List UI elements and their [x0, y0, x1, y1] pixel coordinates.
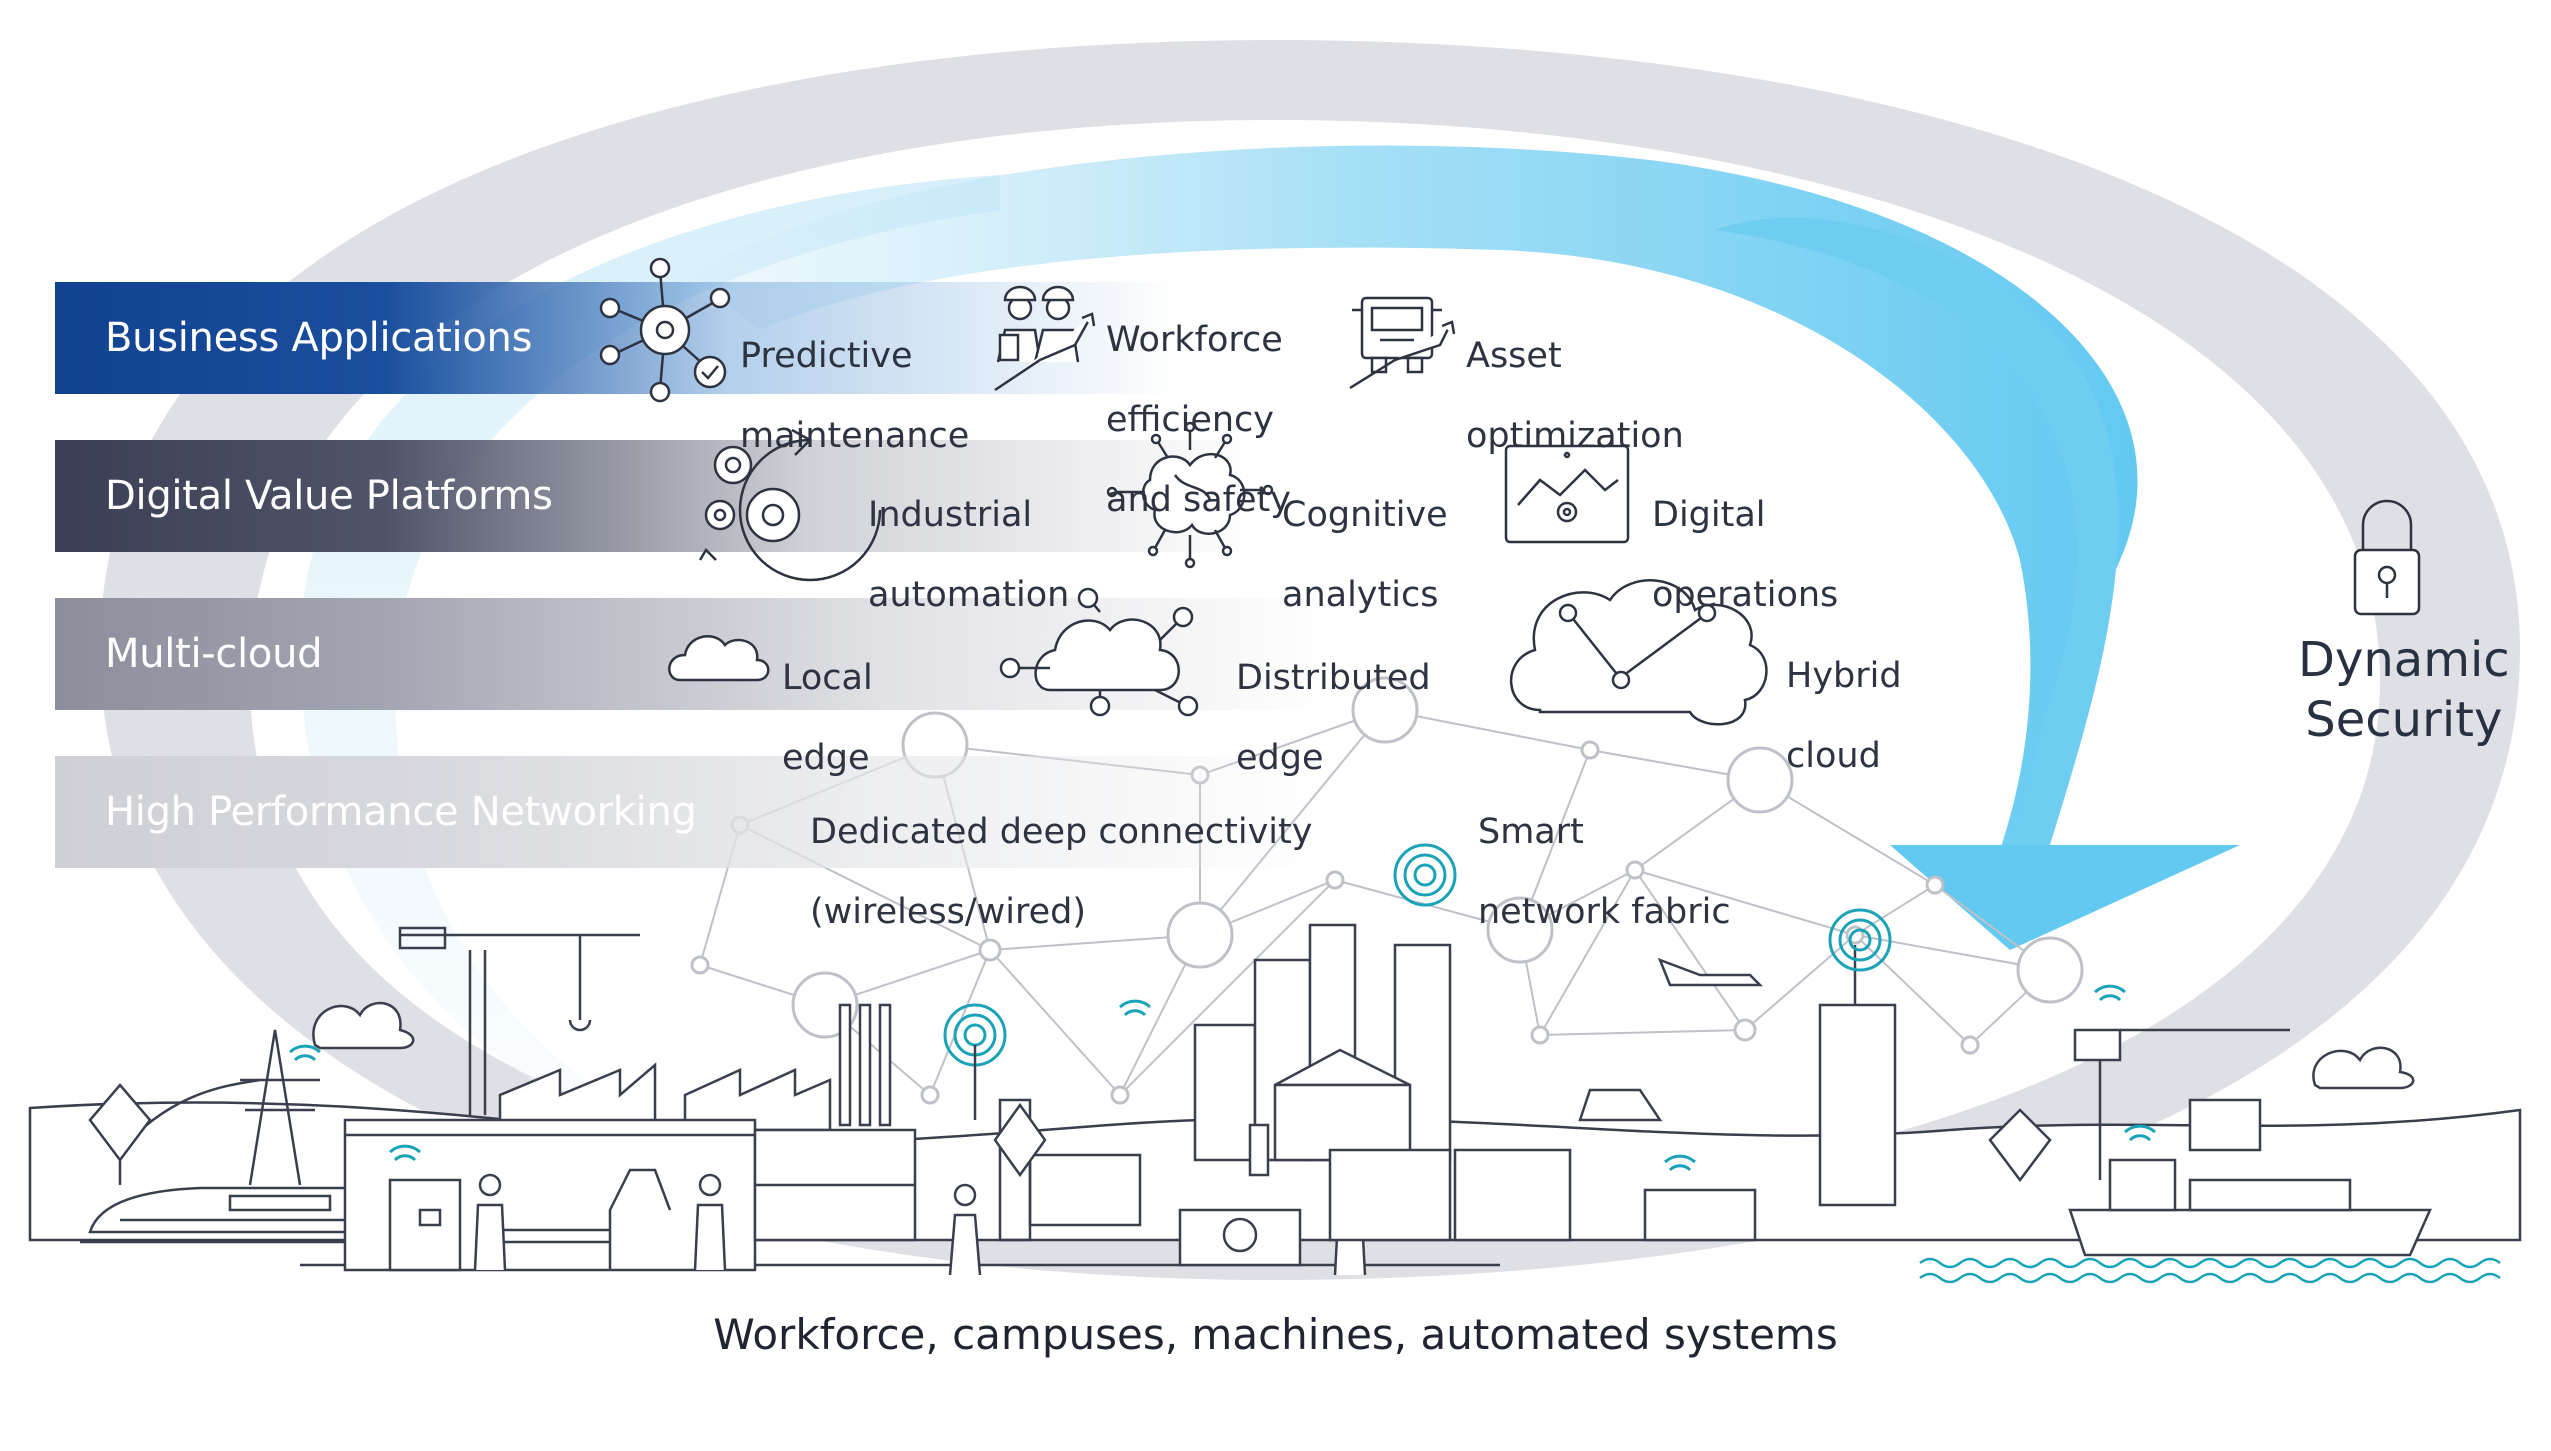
feature-line: Distributed	[1236, 658, 1431, 698]
feature-line: Industrial	[868, 495, 1033, 535]
feature-line: cloud	[1786, 736, 1881, 776]
feature-line: optimization	[1466, 416, 1684, 456]
feature-line: efficiency	[1106, 400, 1275, 440]
feature-distributed-edge: Distributed edge	[1236, 618, 1431, 818]
feature-line: network fabric	[1478, 892, 1731, 932]
inner-ring	[300, 175, 1000, 1190]
flow-arrow	[690, 145, 2240, 950]
feature-line: operations	[1652, 575, 1839, 615]
layer-business-applications: Business Applications	[55, 282, 1555, 394]
layer-digital-value-platforms: Digital Value Platforms	[55, 440, 1555, 552]
wifi-markers	[288, 843, 2157, 1172]
feature-line: (wireless/wired)	[810, 892, 1087, 932]
feature-line: Digital	[1652, 495, 1766, 535]
city-buildings	[993, 923, 2432, 1267]
feature-local-edge: Local edge	[782, 618, 873, 818]
layer-high-performance-networking: High Performance Networking	[55, 756, 1555, 868]
feature-line: Cognitive	[1282, 495, 1448, 535]
feature-line: edge	[782, 738, 870, 778]
bottom-caption: Workforce, campuses, machines, automated…	[713, 1310, 1838, 1359]
factory-icon	[343, 1003, 917, 1272]
security-line: Dynamic	[2298, 632, 2510, 688]
train-icon	[80, 1186, 360, 1244]
layer-multi-cloud: Multi-cloud	[55, 598, 1555, 710]
feature-dedicated-connectivity: Dedicated deep connectivity (wireless/wi…	[810, 772, 1312, 972]
feature-hybrid-cloud: Hybrid cloud	[1786, 616, 1902, 816]
feature-line: maintenance	[740, 416, 970, 456]
security-line: Security	[2305, 692, 2503, 748]
feature-line: Predictive	[740, 336, 913, 376]
water-waves	[1919, 1257, 2501, 1284]
dynamic-security-label: Dynamic Security	[2298, 630, 2510, 750]
feature-industrial-automation: Industrial automation	[868, 455, 1069, 655]
feature-cognitive-analytics: Cognitive analytics	[1282, 455, 1448, 655]
layer-label: Multi-cloud	[105, 631, 323, 677]
cloud-decor	[312, 1001, 2415, 1090]
feature-line: Smart	[1478, 812, 1584, 852]
feature-line: Local	[782, 658, 873, 698]
feature-line: Asset	[1466, 336, 1562, 376]
feature-predictive-maintenance: Predictive maintenance	[740, 296, 969, 496]
feature-line: and safety	[1106, 480, 1291, 520]
layer-label: Digital Value Platforms	[105, 473, 553, 519]
crane-left-icon	[398, 926, 640, 1115]
feature-digital-operations: Digital operations	[1652, 455, 1838, 655]
feature-smart-network-fabric: Smart network fabric	[1478, 772, 1731, 972]
tree-icon	[88, 1083, 152, 1185]
feature-asset-optimization: Asset optimization	[1466, 296, 1684, 496]
feature-line: analytics	[1282, 575, 1439, 615]
layer-label: Business Applications	[105, 315, 533, 361]
feature-line: automation	[868, 575, 1070, 615]
feature-line: Hybrid	[1786, 656, 1902, 696]
layer-label: High Performance Networking	[105, 789, 697, 835]
feature-line: Workforce	[1106, 320, 1283, 360]
feature-line: edge	[1236, 738, 1324, 778]
feature-workforce-efficiency: Workforce efficiency and safety	[1106, 280, 1291, 560]
feature-line: Dedicated deep connectivity	[810, 812, 1313, 852]
